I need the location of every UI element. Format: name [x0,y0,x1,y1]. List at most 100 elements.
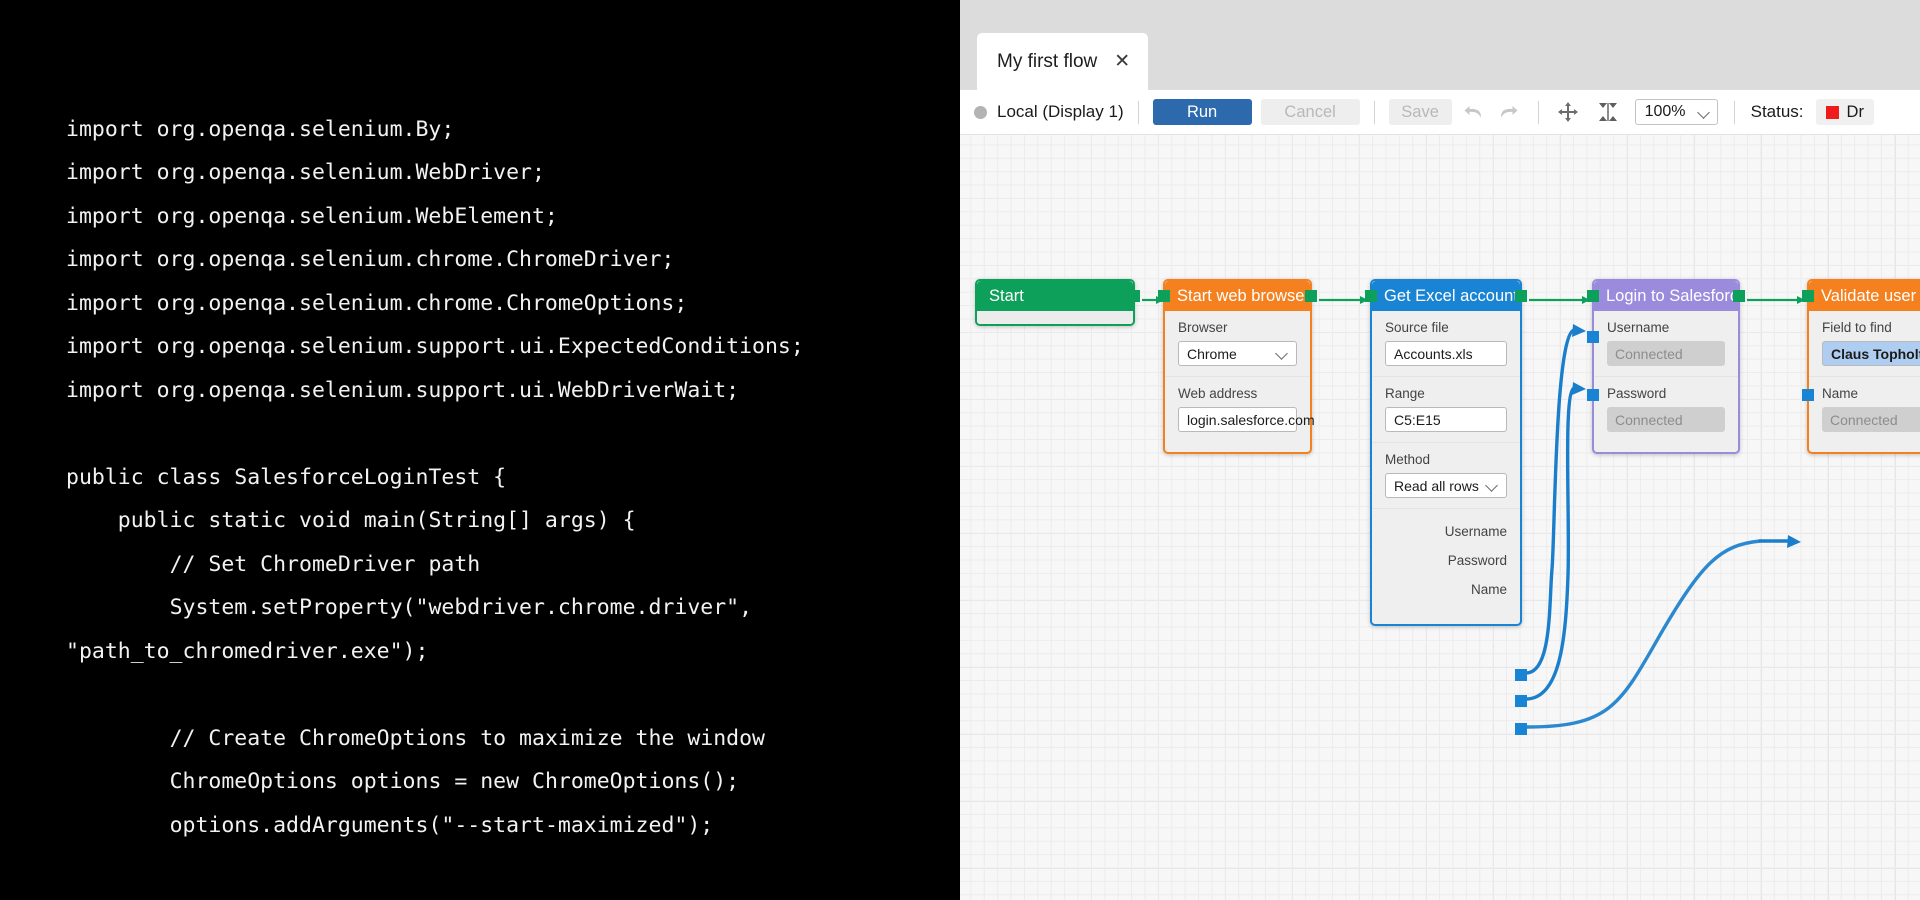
field-validate-name-label: Name [1822,386,1859,401]
field-login-username-value: Connected [1615,345,1683,362]
cancel-button[interactable]: Cancel [1260,99,1360,125]
port-in-validate-name[interactable] [1802,389,1814,401]
field-range-input[interactable]: C5:E15 [1385,407,1507,432]
output-password-label: Password [1447,552,1507,568]
status-dot-icon [974,105,987,119]
field-source-file-input[interactable]: Accounts.xls [1385,341,1507,366]
field-validate-name-value: Connected [1830,411,1898,428]
field-source-file-value: Accounts.xls [1394,345,1473,362]
field-method: Method Read all rows [1372,443,1520,509]
flow-canvas[interactable]: Start Start web browser Browser Chrome [960,135,1920,900]
field-browser-select[interactable]: Chrome [1178,341,1297,366]
node-start-web-browser[interactable]: Start web browser Browser Chrome Web add… [1158,279,1317,454]
port-out-start[interactable] [1128,290,1140,302]
field-browser-label: Browser [1178,320,1228,335]
field-range-value: C5:E15 [1394,411,1441,428]
field-validate-name-input[interactable]: Connected [1822,407,1920,432]
field-web-address-value: login.salesforce.com [1187,411,1315,428]
node-validate-user[interactable]: Validate user Field to find Claus Tophol… [1802,279,1920,454]
port-in-validate[interactable] [1802,290,1814,302]
node-login-title: Login to Salesforce [1606,286,1738,305]
field-web-address-label: Web address [1178,386,1258,401]
undo-icon[interactable] [1458,97,1488,127]
zoom-level-value: 100% [1644,103,1686,120]
port-out-excel-name[interactable] [1515,723,1527,735]
output-username-label: Username [1444,523,1507,539]
tab-label: My first flow [997,50,1098,72]
node-get-excel-accounts[interactable]: Get Excel accounts Source file Accounts.… [1365,279,1527,735]
close-icon[interactable]: ✕ [1114,51,1131,72]
field-source-file: Source file Accounts.xls [1372,311,1520,377]
chevron-down-icon [1277,348,1288,359]
field-range: Range C5:E15 [1372,377,1520,443]
node-start-title: Start [989,286,1024,305]
port-in-login-password[interactable] [1587,389,1599,401]
node-excel-outputs: Username Password Name [1372,509,1520,614]
node-browser-header: Start web browser [1165,281,1310,311]
node-excel-header: Get Excel accounts [1372,281,1520,311]
field-login-password-label: Password [1607,386,1667,401]
field-field-to-find-input[interactable]: Claus Topholt [1822,341,1920,366]
node-start-header: Start [977,281,1133,311]
fit-to-screen-icon[interactable] [1593,97,1623,127]
output-password: Password [1385,550,1507,570]
field-browser: Browser Chrome [1165,311,1310,377]
node-start[interactable]: Start [975,279,1140,326]
status-square-icon [1825,105,1839,119]
field-method-select[interactable]: Read all rows [1385,473,1507,498]
output-name-label: Name [1470,581,1507,597]
field-web-address-input[interactable]: login.salesforce.com [1178,407,1315,432]
field-source-file-label: Source file [1385,320,1449,335]
field-login-password-input[interactable]: Connected [1607,407,1725,432]
node-validate-header: Validate user [1809,281,1920,311]
output-name: Name [1385,579,1507,599]
toolbar-divider-3 [1537,100,1539,124]
run-button[interactable]: Run [1152,99,1252,125]
toolbar-divider-1 [1137,100,1139,124]
field-method-value: Read all rows [1394,477,1479,494]
field-login-username-label: Username [1607,320,1670,335]
field-browser-value: Chrome [1187,345,1237,362]
node-excel-title: Get Excel accounts [1384,286,1520,305]
status-badge: Dr [1815,99,1874,125]
port-out-excel[interactable] [1515,290,1527,302]
toolbar-divider-2 [1373,100,1375,124]
port-out-excel-username[interactable] [1515,669,1527,681]
code-pane: import org.openqa.selenium.By; import or… [66,116,804,838]
zoom-level-select[interactable]: 100% [1634,99,1718,125]
redo-icon[interactable] [1494,97,1524,127]
port-out-browser[interactable] [1305,290,1317,302]
output-username: Username [1385,521,1507,541]
field-range-label: Range [1385,386,1425,401]
tab-strip: My first flow ✕ [960,0,1920,90]
flow-designer-app: My first flow ✕ Local (Display 1) Run Ca… [960,0,1920,900]
field-login-username-input[interactable]: Connected [1607,341,1725,366]
node-validate-body: Field to find Claus Topholt Name Connect… [1809,311,1920,452]
code-text: import org.openqa.selenium.By; import or… [66,116,804,838]
run-target-selector[interactable]: Local (Display 1) [974,102,1124,122]
run-target-label: Local (Display 1) [997,102,1124,121]
node-start-footer [977,311,1133,324]
tab-my-first-flow[interactable]: My first flow ✕ [977,33,1149,90]
node-login-to-salesforce[interactable]: Login to Salesforce Username Connected P… [1587,279,1745,454]
port-in-excel[interactable] [1365,290,1377,302]
node-login-header: Login to Salesforce [1594,281,1738,311]
status-label: Status: [1750,102,1804,121]
node-excel-body: Source file Accounts.xls Range C5:E15 Me… [1372,311,1520,624]
field-web-address: Web address login.salesforce.com [1165,377,1315,442]
chevron-down-icon [1487,480,1498,491]
port-in-login[interactable] [1587,290,1599,302]
field-login-password-value: Connected [1615,411,1683,428]
field-login-username: Username Connected [1594,311,1738,377]
toolbar-divider-4 [1733,100,1735,124]
port-in-browser[interactable] [1158,290,1170,302]
status-value: Dr [1846,102,1864,121]
port-out-login[interactable] [1733,290,1745,302]
pan-icon[interactable] [1553,97,1583,127]
field-login-password: Password Connected [1594,377,1738,442]
field-method-label: Method [1385,452,1431,467]
port-out-excel-password[interactable] [1515,695,1527,707]
chevron-down-icon [1699,107,1710,118]
port-in-login-username[interactable] [1587,331,1599,343]
save-button[interactable]: Save [1388,99,1452,125]
